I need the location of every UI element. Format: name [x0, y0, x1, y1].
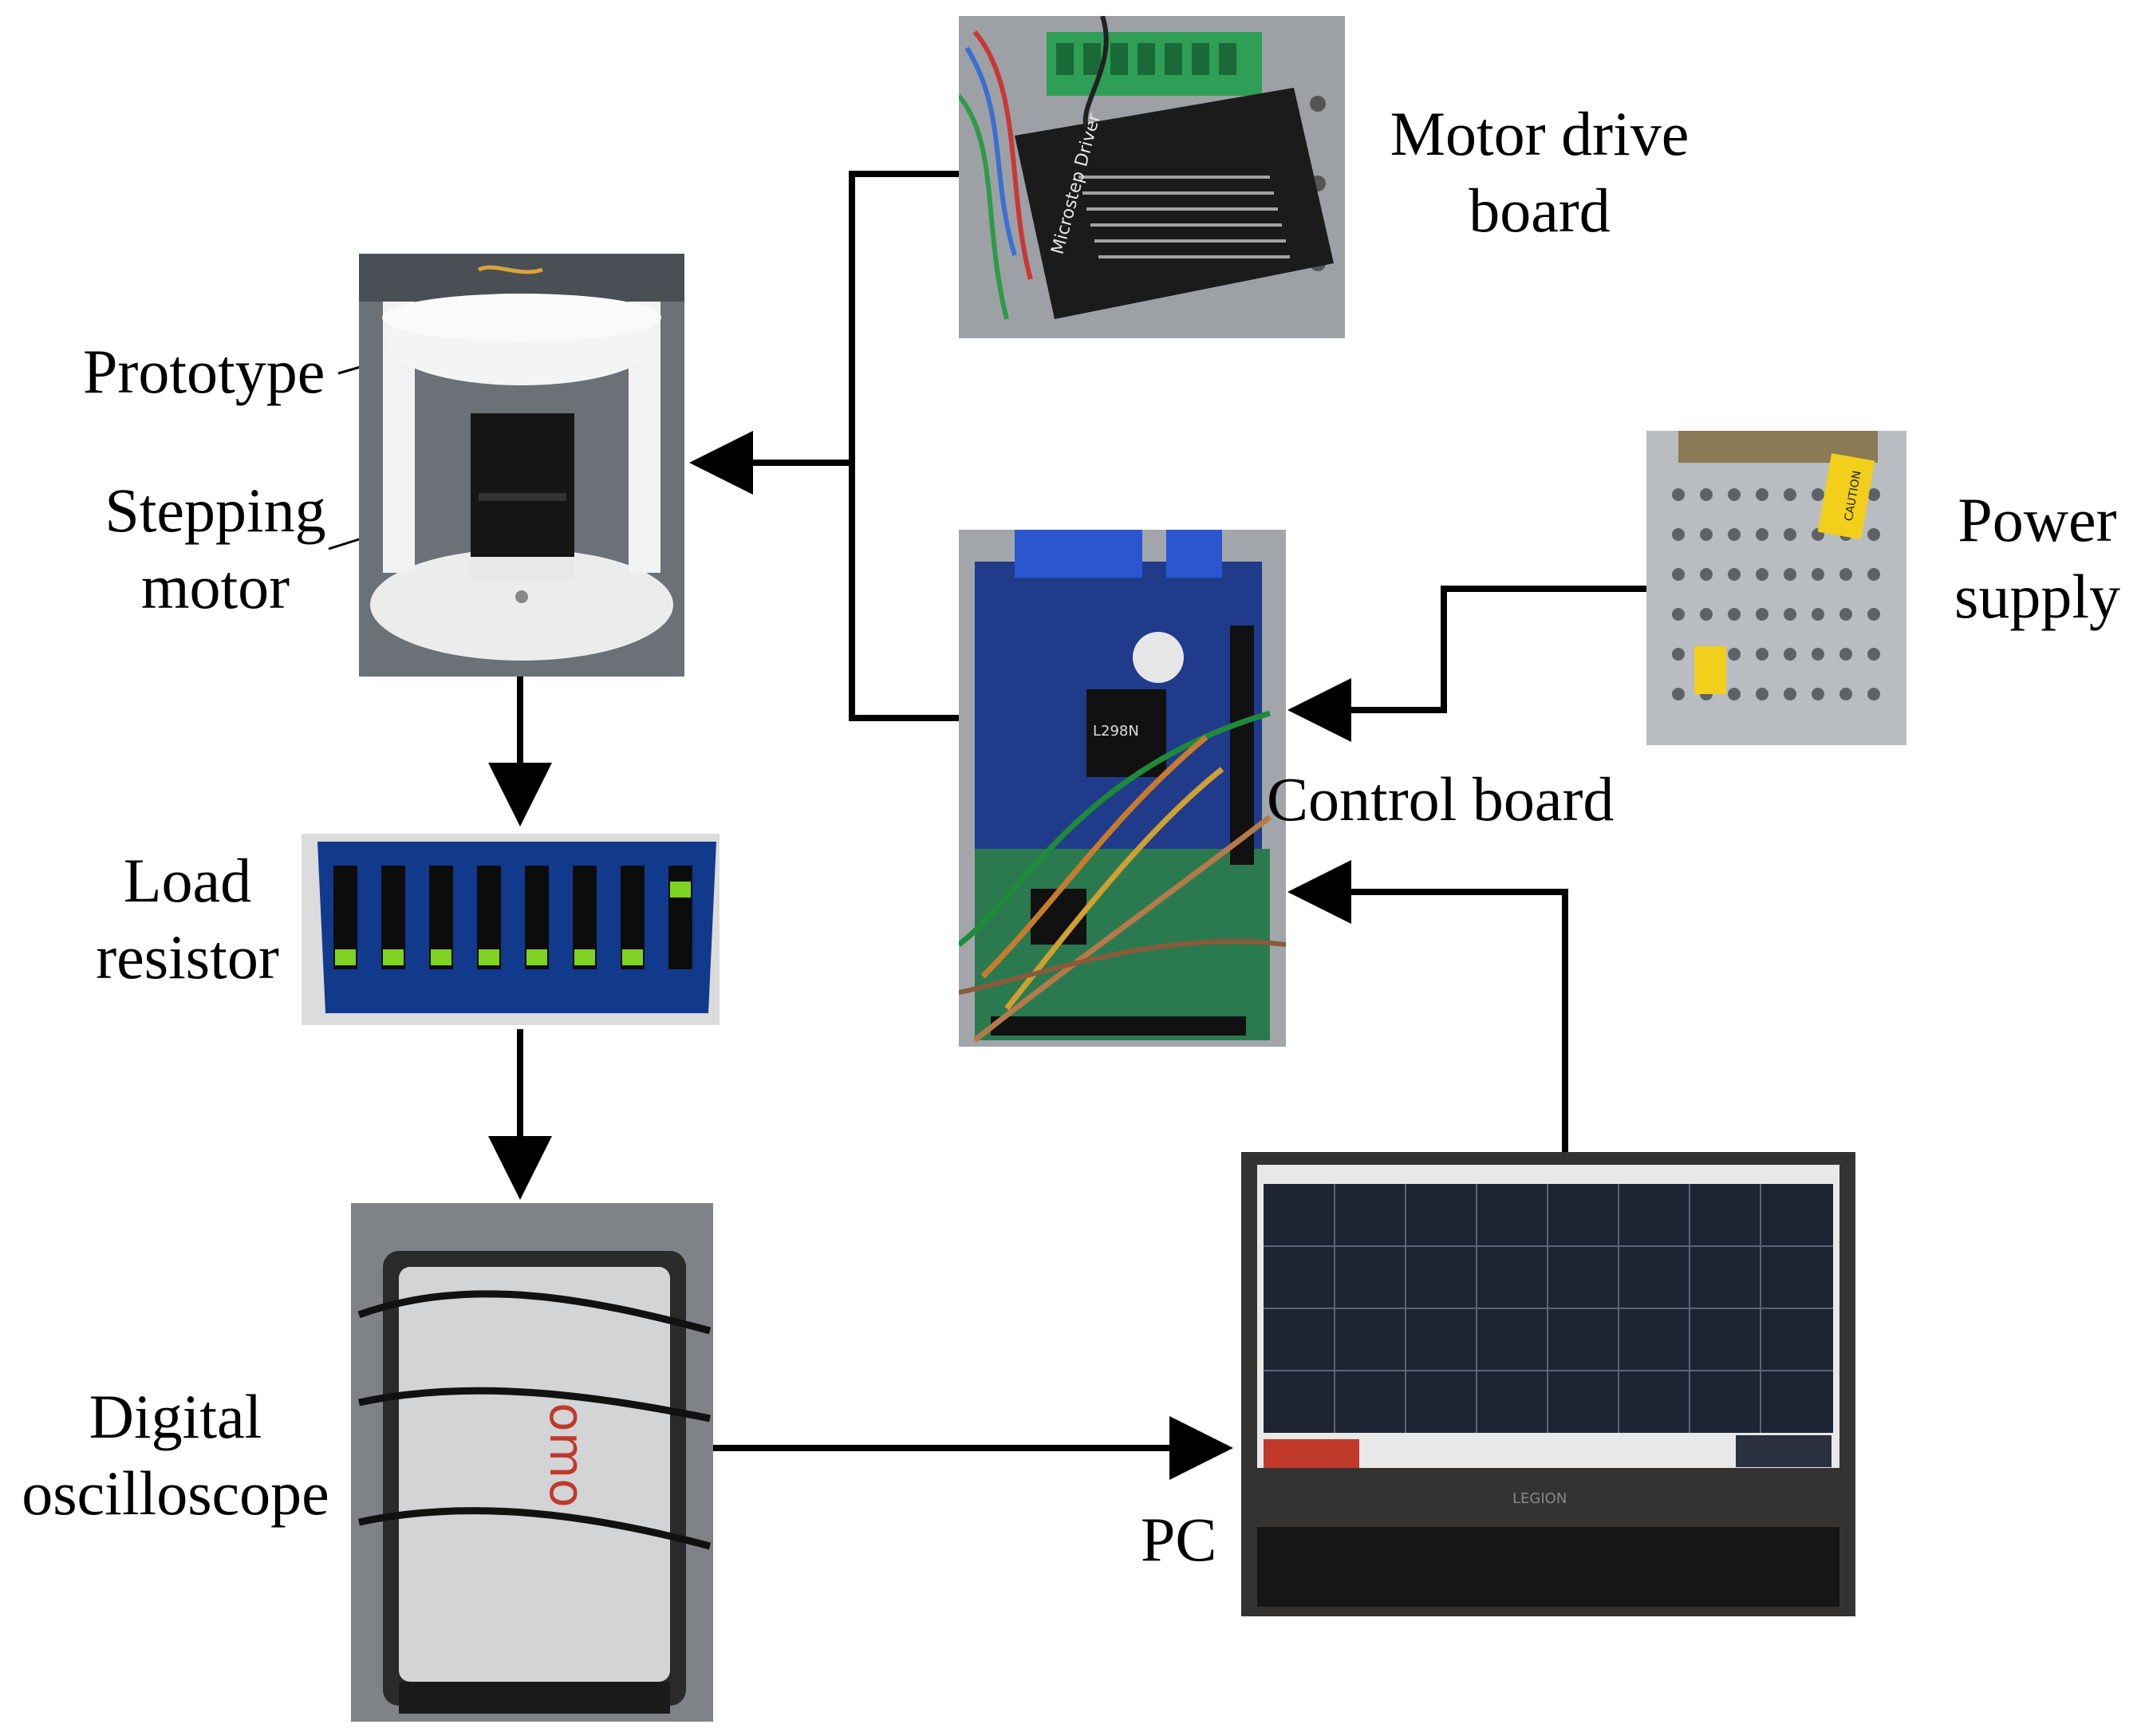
control-board-photo: L298N — [959, 530, 1286, 1047]
label-stepping-motor: Stepping motor — [104, 475, 326, 621]
pc-photo: LEGION — [1241, 1152, 1855, 1616]
motor-drive-board-photo: Microstep Driver — [959, 16, 1345, 338]
laptop-brand-text: LEGION — [1512, 1490, 1567, 1507]
drive-board-wire — [849, 171, 959, 721]
label-pc: PC — [1141, 1505, 1217, 1574]
prototype-photo — [359, 254, 684, 677]
pc-illustration: LEGION — [1241, 1152, 1855, 1616]
power-supply-photo: CAUTION — [1646, 431, 1906, 745]
load-resistor-illustration — [302, 834, 720, 1025]
label-control-board: Control board — [1267, 764, 1615, 834]
label-prototype: Prototype — [83, 337, 325, 406]
label-load-resistor: Load resistor — [96, 846, 279, 992]
driver-chip-text: L298N — [1093, 723, 1139, 740]
label-digital-oscilloscope: Digital oscilloscope — [22, 1382, 329, 1528]
oscilloscope-photo: omo — [351, 1203, 713, 1722]
scope-brand-text: omo — [538, 1403, 594, 1508]
load-resistor-photo — [302, 834, 720, 1025]
label-power-supply: Power supply — [1954, 485, 2121, 631]
power-supply-illustration: CAUTION — [1646, 431, 1906, 745]
prototype-illustration — [359, 254, 684, 677]
motor-drive-board-illustration: Microstep Driver — [959, 16, 1345, 338]
oscilloscope-illustration: omo — [351, 1203, 713, 1722]
label-motor-drive-board: Motor drive board — [1390, 99, 1690, 245]
arrow-power-to-control — [1287, 586, 1646, 742]
control-board-illustration: L298N — [959, 530, 1286, 1047]
arrow-pc-to-control — [1287, 860, 1568, 1153]
